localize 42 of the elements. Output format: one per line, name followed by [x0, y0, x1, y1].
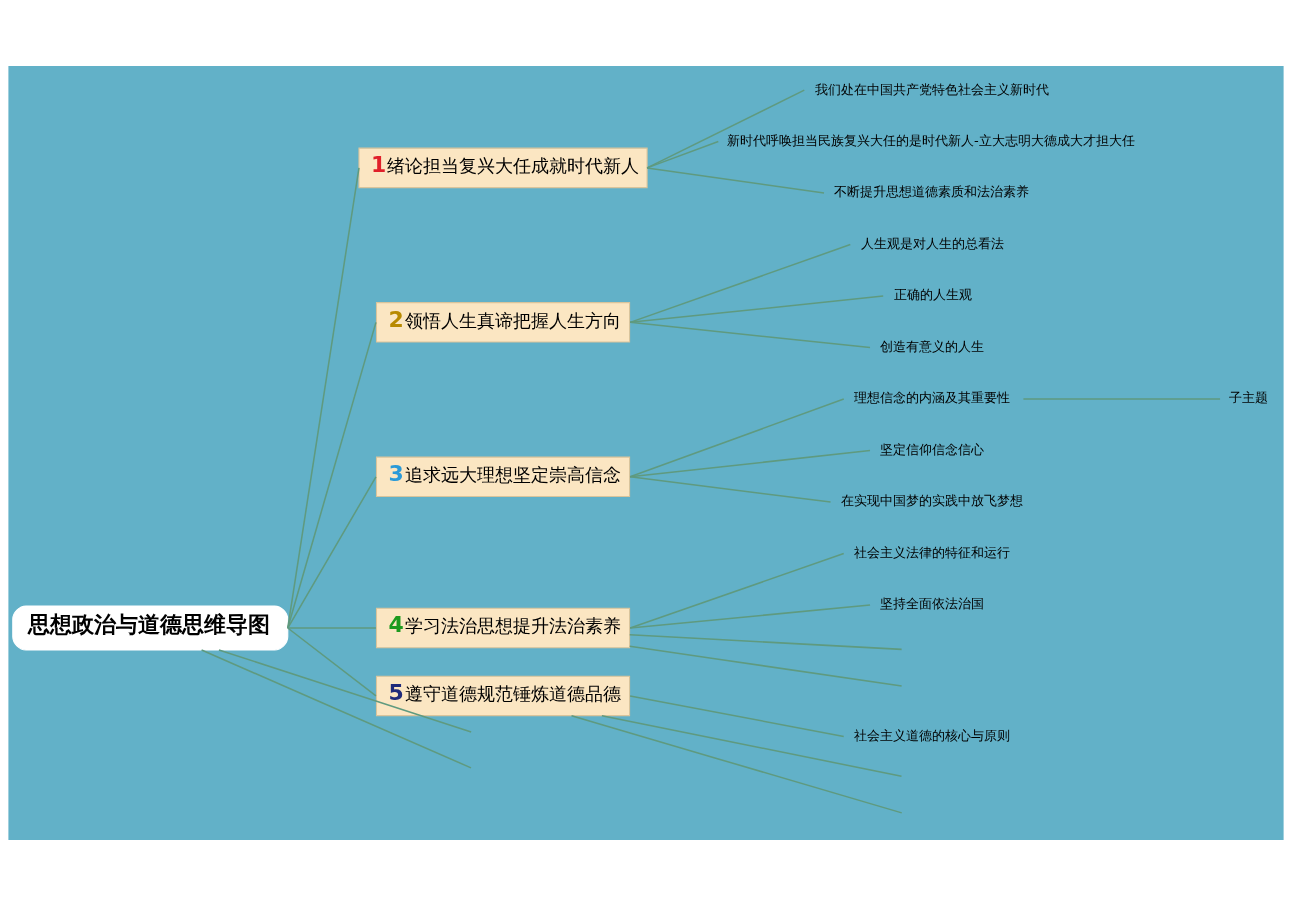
node-text: 创造有意义的人生 [880, 338, 985, 354]
connector [287, 626, 377, 629]
connector [629, 694, 845, 737]
node-box: 3追求远大理想坚定崇高信念 [375, 456, 631, 497]
connector [570, 714, 903, 814]
connector [629, 633, 903, 650]
node-text: 人生观是对人生的总看法 [860, 235, 1004, 251]
connector [629, 397, 845, 478]
node-text: 理想信念的内涵及其重要性 [854, 389, 1011, 405]
node-text: 子主题 [1229, 389, 1269, 405]
connector [629, 552, 845, 629]
connector [287, 475, 377, 629]
connector [200, 648, 472, 769]
connector [601, 714, 903, 777]
node-text: 社会主义法律的特征和运行 [854, 544, 1011, 560]
node-text: 社会主义道德的核心与原则 [854, 727, 1011, 743]
connector [629, 294, 884, 323]
connector [646, 166, 825, 194]
connector [629, 475, 832, 503]
node-box: 5遵守道德规范锤炼道德品德 [375, 675, 631, 716]
node-text: 我们处在中国共产党特色社会主义新时代 [814, 81, 1049, 96]
connector [629, 645, 903, 687]
node-box: 2领悟人生真谛把握人生方向 [375, 301, 631, 343]
node-box: 1绪论担当复兴大任成就时代新人 [358, 147, 648, 188]
connector [646, 140, 720, 169]
connector [287, 626, 377, 697]
node-text: 坚定信仰信念信心 [880, 441, 985, 457]
connector [646, 88, 806, 169]
connector [287, 321, 377, 629]
connector [1022, 397, 1221, 400]
connector [629, 603, 871, 629]
node-text: 在实现中国梦的实践中放飞梦想 [841, 492, 1024, 508]
connector [218, 648, 472, 733]
connector [629, 243, 852, 323]
node-box: 4学习法治思想提升法治素养 [375, 607, 631, 648]
connector [287, 166, 360, 629]
node-text: 新时代呼唤担当民族复兴大任的是时代新人-立大志明大德成大才担大任 [727, 132, 1135, 148]
node-text: 正确的人生观 [893, 286, 972, 302]
node-text: 不断提升思想道德素质和法治素养 [834, 183, 1030, 199]
connector [629, 321, 871, 348]
node-text: 坚持全面依法治国 [880, 595, 985, 611]
node-box: 思想政治与道德思维导图 [12, 605, 289, 650]
